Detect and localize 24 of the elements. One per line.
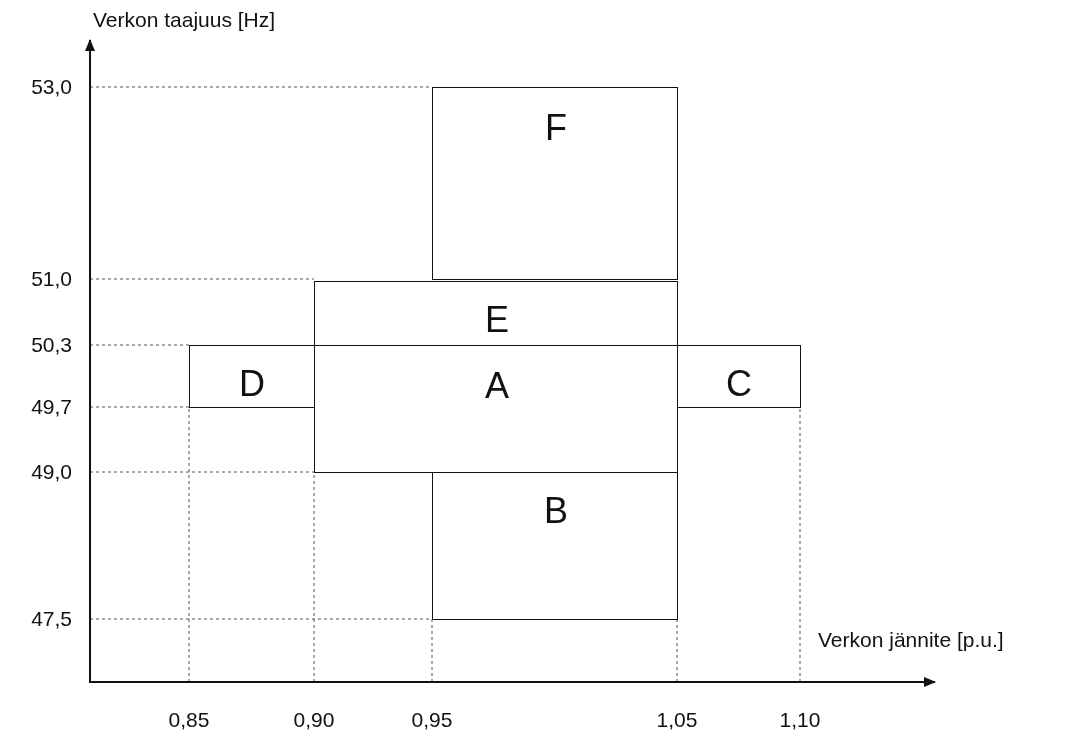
region-letter: A <box>485 368 509 404</box>
tick-label: 1,05 <box>656 708 698 732</box>
tick-label: 49,7 <box>31 395 72 419</box>
region-box <box>677 345 801 408</box>
tick-label: 49,0 <box>31 460 72 484</box>
region-letter: F <box>545 110 567 146</box>
region-box <box>189 345 315 408</box>
region-letter: E <box>485 302 509 338</box>
region-letter: C <box>726 366 752 402</box>
tick-label: 1,10 <box>779 708 821 732</box>
region-letter: D <box>239 366 265 402</box>
region-box <box>314 281 678 346</box>
region-box <box>432 472 678 620</box>
tick-label: 0,85 <box>168 708 210 732</box>
tick-label: 53,0 <box>31 75 72 99</box>
axis-title: Verkon jännite [p.u.] <box>818 628 1004 652</box>
region-box <box>432 87 678 280</box>
tick-label: 0,90 <box>293 708 335 732</box>
axis-title: Verkon taajuus [Hz] <box>93 8 276 32</box>
tick-label: 0,95 <box>411 708 453 732</box>
region-letter: B <box>544 493 568 529</box>
tick-label: 50,3 <box>31 333 72 357</box>
tick-label: 51,0 <box>31 267 72 291</box>
tick-label: 47,5 <box>31 607 72 631</box>
